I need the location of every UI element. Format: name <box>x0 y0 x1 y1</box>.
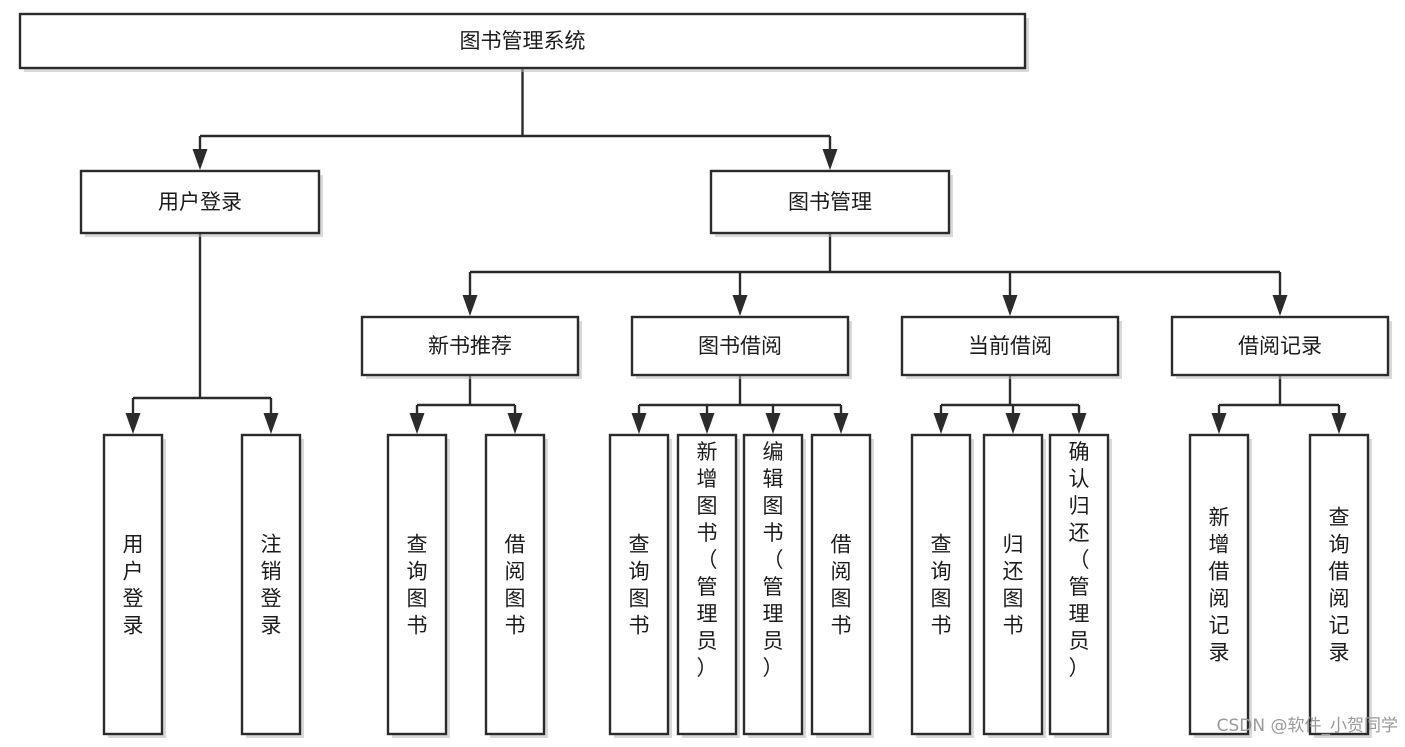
edge-layer <box>125 68 1347 434</box>
node-label: 图书管理系统 <box>460 29 586 53</box>
node-rect[interactable] <box>1308 433 1370 736</box>
node-label: 当前借阅 <box>968 334 1052 358</box>
node-rect[interactable] <box>1170 315 1390 377</box>
node-label: 图书管理 <box>788 190 872 214</box>
node-rect[interactable] <box>982 433 1044 736</box>
node-rect[interactable] <box>386 433 448 736</box>
edge-group-book-borrow <box>631 375 849 434</box>
node-leaf-logout[interactable]: 注销登录 <box>240 433 304 738</box>
node-leaf-add-record[interactable]: 新增借阅记录 <box>1188 433 1252 738</box>
edge-group-new-book-recommend <box>409 375 523 434</box>
node-user-login[interactable]: 用户登录 <box>79 169 323 237</box>
node-rect[interactable] <box>360 315 580 377</box>
node-rect[interactable] <box>18 12 1027 70</box>
node-rect[interactable] <box>102 433 164 736</box>
edge-group-current-borrow <box>933 375 1087 434</box>
node-current-borrow[interactable]: 当前借阅 <box>900 315 1122 379</box>
node-new-book-recommend[interactable]: 新书推荐 <box>360 315 582 379</box>
csdn-watermark: CSDN @软件_小贺同学 <box>1217 716 1398 736</box>
node-rect[interactable] <box>1048 433 1110 736</box>
node-label: 确认归还（管理员） <box>1069 440 1090 680</box>
node-leaf-borrow-book-1[interactable]: 借阅图书 <box>484 433 548 738</box>
node-rect[interactable] <box>1188 433 1250 736</box>
node-rect[interactable] <box>900 315 1120 377</box>
node-leaf-confirm-return[interactable]: 确认归还（管理员） <box>1048 433 1112 738</box>
node-rect[interactable] <box>709 169 951 235</box>
edge-group-borrow-record <box>1211 375 1347 434</box>
node-rect[interactable] <box>240 433 302 736</box>
node-leaf-user-login[interactable]: 用户登录 <box>102 433 166 738</box>
node-leaf-query-book-1[interactable]: 查询图书 <box>386 433 450 738</box>
node-leaf-query-book-2[interactable]: 查询图书 <box>608 433 672 738</box>
node-rect[interactable] <box>484 433 546 736</box>
node-rect[interactable] <box>630 315 850 377</box>
node-label: 查询图书 <box>629 533 650 638</box>
node-label: 编辑图书（管理员） <box>763 440 784 680</box>
node-label: 新增图书（管理员） <box>697 440 718 680</box>
node-label: 新增借阅记录 <box>1209 506 1230 665</box>
node-leaf-add-book[interactable]: 新增图书（管理员） <box>676 433 740 738</box>
node-leaf-query-record[interactable]: 查询借阅记录 <box>1308 433 1372 738</box>
node-leaf-query-book-3[interactable]: 查询图书 <box>910 433 974 738</box>
node-leaf-borrow-book-2[interactable]: 借阅图书 <box>810 433 874 738</box>
node-borrow-record[interactable]: 借阅记录 <box>1170 315 1392 379</box>
node-rect[interactable] <box>810 433 872 736</box>
node-label: 用户登录 <box>158 190 242 214</box>
node-label: 图书借阅 <box>698 334 782 358</box>
node-label: 借阅图书 <box>505 533 526 638</box>
node-rect[interactable] <box>910 433 972 736</box>
node-rect[interactable] <box>742 433 804 736</box>
node-label: 借阅记录 <box>1238 334 1322 358</box>
node-book-borrow[interactable]: 图书借阅 <box>630 315 852 379</box>
node-rect[interactable] <box>676 433 738 736</box>
node-leaf-edit-book[interactable]: 编辑图书（管理员） <box>742 433 806 738</box>
node-layer: 图书管理系统用户登录图书管理新书推荐图书借阅当前借阅借阅记录用户登录注销登录查询… <box>18 12 1392 738</box>
edge-group-root <box>192 68 838 170</box>
edge-group-book-manage <box>462 233 1288 316</box>
node-root[interactable]: 图书管理系统 <box>18 12 1029 72</box>
node-rect[interactable] <box>79 169 321 235</box>
node-label: 新书推荐 <box>428 334 512 358</box>
node-label: 借阅图书 <box>831 533 852 638</box>
node-rect[interactable] <box>608 433 670 736</box>
node-label: 查询图书 <box>407 533 428 638</box>
node-label: 用户登录 <box>123 533 144 638</box>
node-label: 归还图书 <box>1003 533 1024 638</box>
node-leaf-return-book[interactable]: 归还图书 <box>982 433 1046 738</box>
node-label: 注销登录 <box>261 533 282 638</box>
node-label: 查询借阅记录 <box>1329 506 1350 665</box>
edge-group-user-login <box>125 233 279 434</box>
node-label: 查询图书 <box>931 533 952 638</box>
node-book-manage[interactable]: 图书管理 <box>709 169 953 237</box>
